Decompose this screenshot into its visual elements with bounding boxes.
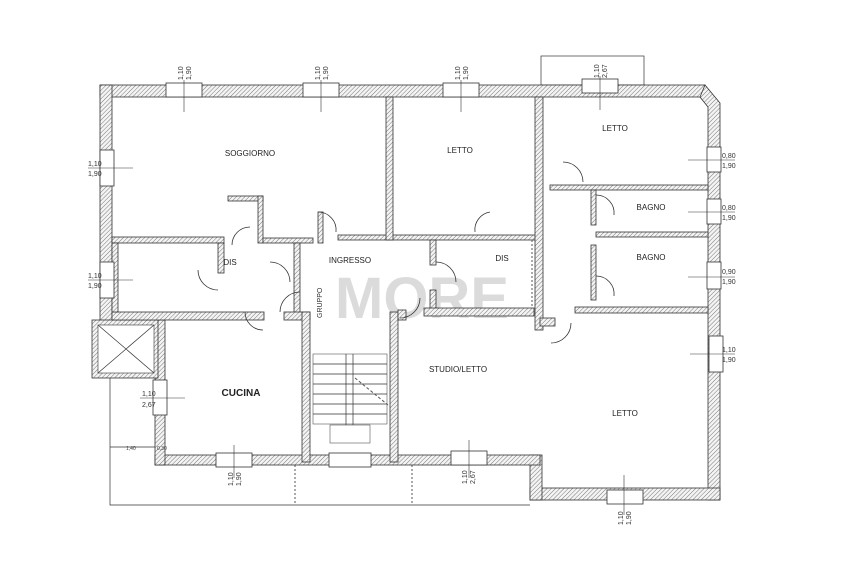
staircase [312, 353, 389, 444]
win-right-2-w: 0,80 [722, 205, 736, 212]
win-bottom-studio-h: 2,67 [470, 470, 477, 484]
win-right-1-h: 1,90 [722, 163, 736, 170]
window-dimensions: 1,10 1,90 1,10 1,90 1,10 1,90 1,10 2,67 … [88, 64, 736, 525]
win-top-4-w: 1,10 [594, 64, 601, 78]
watermark: MORE GRUPPO [317, 266, 509, 331]
win-bottom-letto-w: 1,10 [618, 511, 625, 525]
win-bottom-studio-w: 1,10 [462, 470, 469, 484]
win-right-4-h: 1,90 [722, 357, 736, 364]
room-studio-letto: STUDIO/LETTO [429, 365, 487, 374]
win-right-2-h: 1,90 [722, 215, 736, 222]
win-cucina-h: 2,67 [142, 402, 156, 409]
terrace-outline [109, 378, 530, 506]
room-labels: SOGGIORNO LETTO LETTO BAGNO BAGNO DIS IN… [222, 124, 666, 418]
room-bagno-2: BAGNO [637, 253, 666, 262]
room-cucina: CUCINA [222, 388, 261, 399]
win-right-3-w: 0,90 [722, 269, 736, 276]
win-top-4-h: 2,67 [602, 64, 609, 78]
terrace-dimension: 1,40 [126, 446, 136, 452]
win-left-1-w: 1,10 [88, 161, 102, 168]
win-bottom-cucina-h: 1,90 [236, 472, 243, 486]
room-dis-left: DIS [223, 258, 236, 267]
win-left-2-h: 1,90 [88, 283, 102, 290]
watermark-prefix: GRUPPO [317, 287, 324, 318]
win-bottom-cucina-w: 1,10 [228, 472, 235, 486]
doors [197, 161, 615, 344]
wall-dimension: 0,30 [157, 446, 167, 452]
win-right-4-w: 1,10 [722, 347, 736, 354]
room-letto-center: LETTO [447, 146, 473, 155]
win-left-2-w: 1,10 [88, 273, 102, 280]
win-right-1-w: 0,80 [722, 153, 736, 160]
room-ingresso: INGRESSO [329, 256, 371, 265]
win-right-3-h: 1,90 [722, 279, 736, 286]
room-letto-se: LETTO [612, 409, 638, 418]
room-bagno-1: BAGNO [637, 203, 666, 212]
windows [88, 76, 735, 515]
win-top-3-w: 1,10 [455, 66, 462, 80]
win-left-1-h: 1,90 [88, 171, 102, 178]
room-letto-ne: LETTO [602, 124, 628, 133]
win-cucina-w: 1,10 [142, 391, 156, 398]
win-top-1-h: 1,90 [186, 66, 193, 80]
win-top-3-h: 1,90 [463, 66, 470, 80]
win-bottom-letto-h: 1,90 [626, 511, 633, 525]
win-top-2-h: 1,90 [323, 66, 330, 80]
win-top-1-w: 1,10 [178, 66, 185, 80]
room-soggiorno: SOGGIORNO [225, 149, 275, 158]
win-top-2-w: 1,10 [315, 66, 322, 80]
watermark-brand: MORE [335, 266, 509, 331]
room-dis-right: DIS [495, 254, 508, 263]
